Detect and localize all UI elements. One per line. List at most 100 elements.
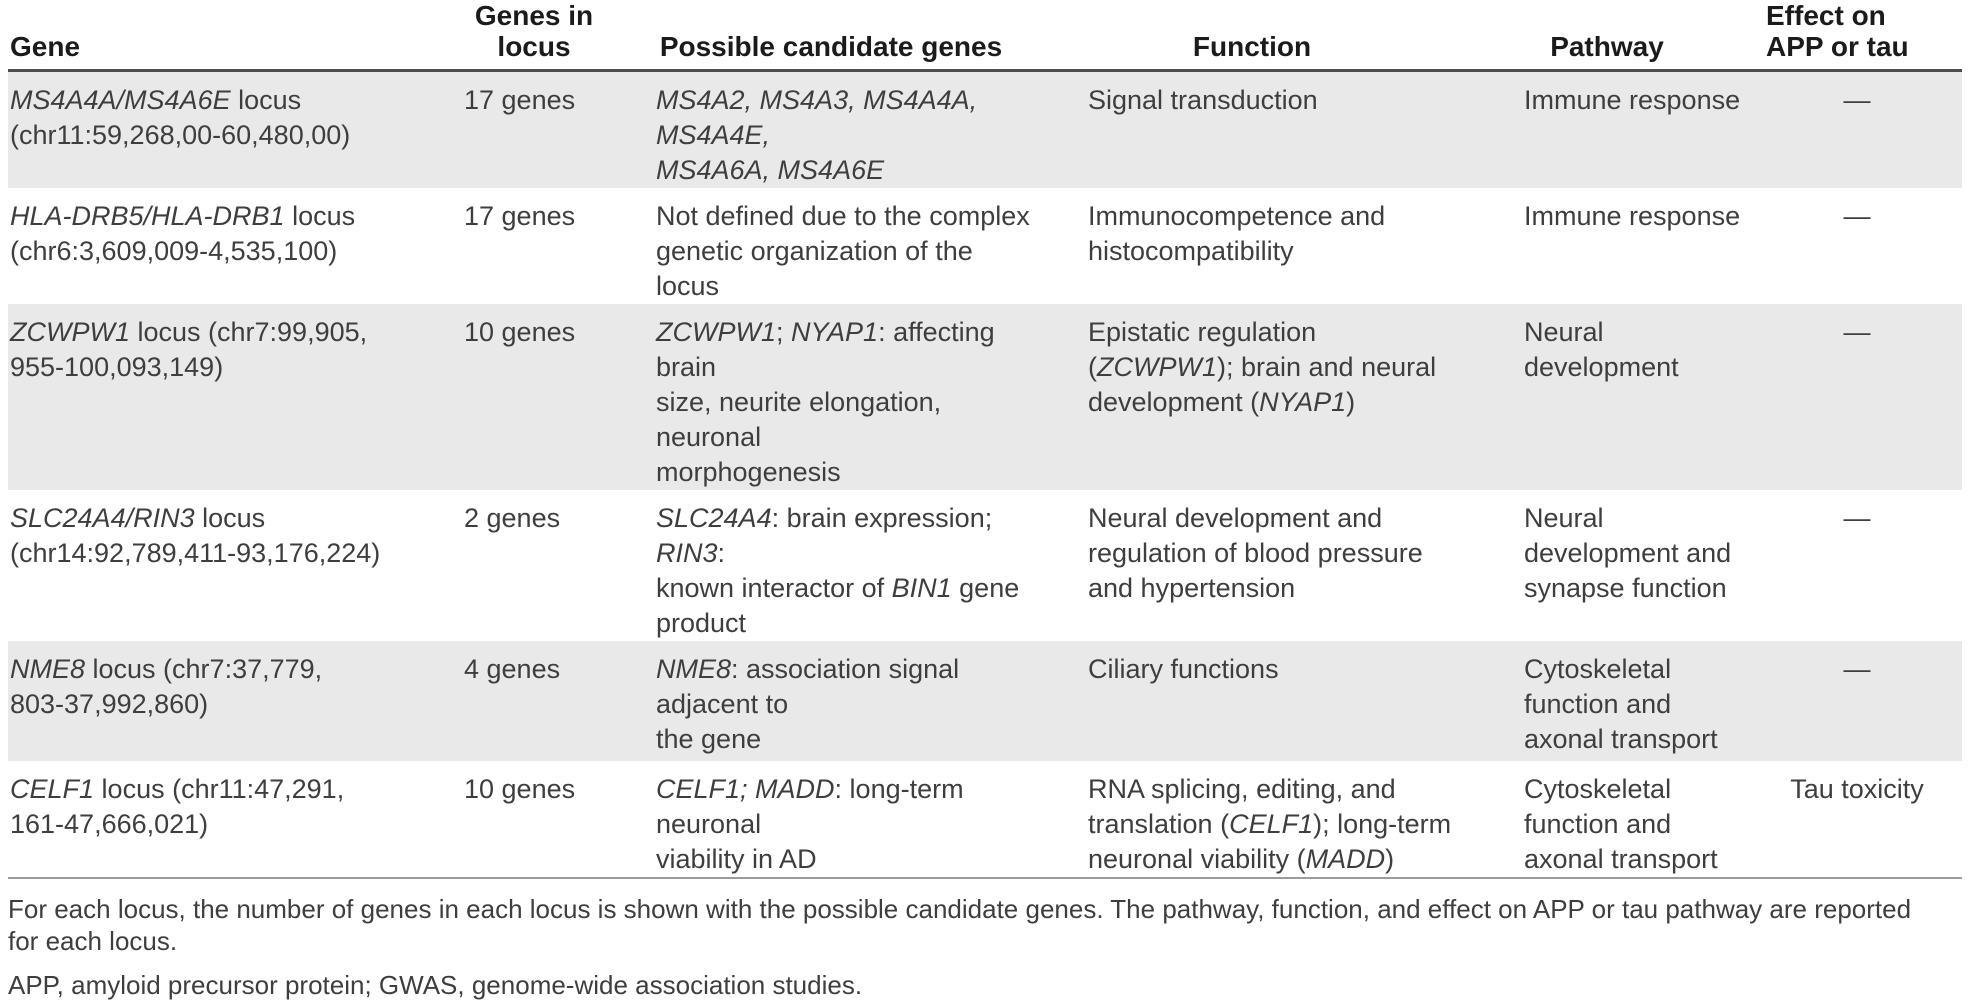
gene-symbol: MS4A6A, MS4A6E xyxy=(656,155,885,185)
gene-symbol: BIN1 xyxy=(891,573,952,603)
table-row: SLC24A4/RIN3 locus(chr14:92,789,411-93,1… xyxy=(8,490,1962,641)
gene-symbol: CELF1 xyxy=(1229,809,1314,839)
gene-symbol: MS4A2, MS4A3, MS4A4A, MS4A4E, xyxy=(656,85,978,150)
text-run: synapse function xyxy=(1524,573,1727,603)
text-run: size, neurite elongation, neuronal xyxy=(656,387,942,452)
text-run: ); long-term xyxy=(1313,809,1452,839)
gene-symbol: RIN3 xyxy=(656,538,718,568)
gene-cell: MS4A4A/MS4A6E locus(chr11:59,268,00-60,4… xyxy=(8,70,448,188)
text-run: locus (chr11:47,291, xyxy=(94,774,345,804)
text-run: ( xyxy=(1088,352,1097,382)
gene-symbol: ZCWPW1 xyxy=(10,317,130,347)
text-run: : affecting brain xyxy=(656,317,995,382)
table-body: MS4A4A/MS4A6E locus(chr11:59,268,00-60,4… xyxy=(8,70,1962,879)
text-run: Cytoskeletal xyxy=(1524,774,1672,804)
text-run: gene xyxy=(951,573,1020,603)
gene-symbol: NYAP1 xyxy=(1259,387,1347,417)
gene-cell: CELF1 locus (chr11:47,291,161-47,666,021… xyxy=(8,761,448,879)
text-run: axonal transport xyxy=(1524,844,1718,874)
text-run: 803-37,992,860) xyxy=(10,689,209,719)
gene-symbol: CELF1; MADD xyxy=(656,774,835,804)
gene-symbol: MADD xyxy=(1305,844,1386,874)
table-row: MS4A4A/MS4A6E locus(chr11:59,268,00-60,4… xyxy=(8,70,1962,188)
gene-cell: NME8 locus (chr7:37,779, 803-37,992,860) xyxy=(8,641,448,761)
text-run: ) xyxy=(1346,387,1356,417)
text-run: Cytoskeletal xyxy=(1524,654,1672,684)
text-run: function and xyxy=(1524,809,1672,839)
genes-in-locus-cell: 10 genes xyxy=(448,761,620,879)
text-run: function and xyxy=(1524,689,1672,719)
header-effect-line1: Effect on xyxy=(1766,0,1886,31)
gene-cell: ZCWPW1 locus (chr7:99,905, 955-100,093,14… xyxy=(8,304,448,490)
text-run: ); brain and neural xyxy=(1216,352,1437,382)
text-run: axonal transport xyxy=(1524,724,1718,754)
text-run: locus (chr7:99,905, xyxy=(129,317,368,347)
header-candidates: Possible candidate genes xyxy=(620,0,1042,72)
candidate-genes-cell: MS4A2, MS4A3, MS4A4A, MS4A4E, MS4A6A, MS4… xyxy=(620,70,1042,188)
table-row: ZCWPW1 locus (chr7:99,905, 955-100,093,14… xyxy=(8,304,1962,490)
gene-symbol: NYAP1 xyxy=(791,317,879,347)
function-cell: Epistatic regulation (ZCWPW1); brain and … xyxy=(1042,304,1462,490)
genes-in-locus-cell: 2 genes xyxy=(464,503,561,533)
text-run: 955-100,093,149) xyxy=(10,352,224,382)
text-run: neuronal viability ( xyxy=(1088,844,1306,874)
text-run: development and xyxy=(1524,538,1732,568)
text-run: : brain expression; xyxy=(771,503,993,533)
header-effect-line2: APP or tau xyxy=(1766,31,1909,62)
effect-cell: — xyxy=(1752,641,1962,761)
effect-cell: Tau toxicity xyxy=(1752,761,1962,879)
text-run: locus (chr7:37,779, xyxy=(85,654,323,684)
gene-symbol: NME8 xyxy=(10,654,86,684)
table-row: CELF1 locus (chr11:47,291,161-47,666,021… xyxy=(8,761,1962,879)
text-run: product xyxy=(656,608,747,638)
text-run: : association signal adjacent to xyxy=(656,654,960,719)
text-run: development xyxy=(1524,352,1679,382)
gene-symbol: ZCWPW1 xyxy=(1097,352,1217,382)
text-run: Ciliary functions xyxy=(1088,654,1279,684)
pathway-cell: Cytoskeletal function and axonal transport xyxy=(1462,761,1752,879)
function-cell: Ciliary functions xyxy=(1042,641,1462,761)
text-run: ; xyxy=(775,317,791,347)
pathway-cell: Neural development and synapse function xyxy=(1462,490,1752,641)
genes-in-locus-cell: 4 genes xyxy=(448,641,620,761)
header-function: Function xyxy=(1042,0,1462,72)
table-row: HLA-DRB5/HLA-DRB1 locus(chr6:3,609,009-4… xyxy=(8,188,1962,304)
pathway-cell: Immune response xyxy=(1462,188,1752,304)
header-pathway: Pathway xyxy=(1462,0,1752,72)
gene-symbol: SLC24A4/RIN3 xyxy=(10,503,195,533)
text-run: Neural xyxy=(1524,503,1604,533)
gene-symbol: SLC24A4 xyxy=(656,503,772,533)
header-gene: Gene xyxy=(8,0,448,72)
text-run: Epistatic regulation xyxy=(1088,317,1317,347)
table-row: NME8 locus (chr7:37,779, 803-37,992,860) 4… xyxy=(8,641,1962,761)
genes-in-locus-cell: 17 genes xyxy=(464,201,576,231)
text-run: RNA splicing, editing, and xyxy=(1088,774,1396,804)
text-run: development ( xyxy=(1088,387,1260,417)
text-run: Immune response xyxy=(1524,85,1741,115)
pathway-cell: Cytoskeletal function and axonal transport xyxy=(1462,641,1752,761)
text-run: ) xyxy=(1385,844,1395,874)
text-run: locus xyxy=(230,85,302,115)
table-footnote-abbreviations: APP, amyloid precursor protein; GWAS, ge… xyxy=(8,970,863,1000)
text-run: Immunocompetence and xyxy=(1088,201,1386,231)
text-run: Immune response xyxy=(1524,201,1741,231)
text-run: (chr14:92,789,411-93,176,224) xyxy=(10,538,381,568)
pathway-cell: Immune response xyxy=(1462,70,1752,188)
genes-in-locus-cell: 17 genes xyxy=(448,70,620,188)
effect-cell: — xyxy=(1843,503,1871,533)
gene-symbol: MS4A4A/MS4A6E xyxy=(10,85,231,115)
gene-symbol: NME8 xyxy=(656,654,732,684)
gene-cell: SLC24A4/RIN3 locus(chr14:92,789,411-93,1… xyxy=(8,490,448,641)
text-run: locus xyxy=(284,201,356,231)
